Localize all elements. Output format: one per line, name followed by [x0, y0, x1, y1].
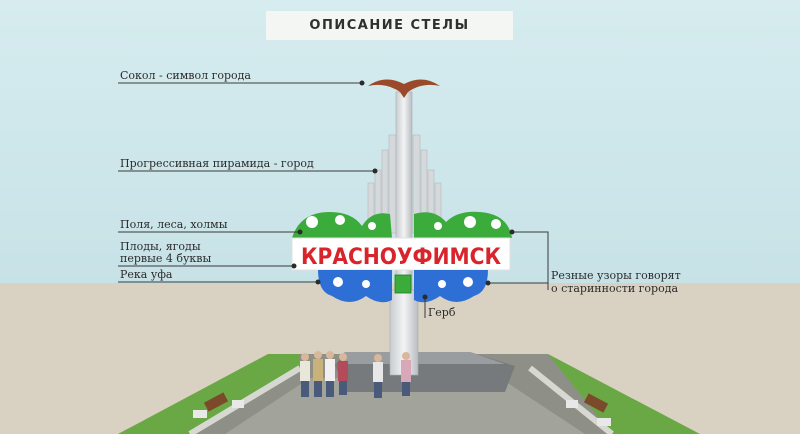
leader-carvings [512, 231, 549, 290]
falcon-icon [368, 79, 440, 98]
label-pyramid: Прогрессивная пирамида - город [120, 157, 314, 170]
page-title: ОПИСАНИЕ СТЕЛЫ [309, 18, 470, 33]
label-fruits-line2: первые 4 буквы [120, 252, 212, 265]
label-fields: Поля, леса, холмы [120, 218, 228, 231]
bench-left [193, 392, 244, 418]
leader-dots [291, 80, 515, 300]
label-coat: Герб [428, 306, 456, 319]
people-group [300, 351, 411, 398]
sign-board [291, 237, 511, 271]
blue-ornament [318, 270, 488, 303]
label-fruits-line1: Плоды, ягоды [120, 240, 201, 253]
label-river: Река уфа [120, 268, 173, 281]
sign-text: КРАСНОУФИМСК [301, 245, 501, 270]
label-falcon: Сокол - символ города [120, 69, 251, 82]
green-ornament [292, 211, 512, 238]
stela-base-top [340, 352, 505, 364]
grass-left [118, 354, 300, 434]
bench-right [566, 393, 611, 426]
leader-lines [118, 82, 549, 318]
title-banner: ОПИСАНИЕ СТЕЛЫ [266, 11, 513, 40]
coat-of-arms-icon [394, 274, 412, 294]
curb-left [188, 365, 302, 434]
label-carvings-line1: Резные узоры говорят [551, 269, 681, 282]
pyramid-fins [367, 134, 442, 234]
label-carvings-line2: о старинности города [551, 282, 679, 295]
